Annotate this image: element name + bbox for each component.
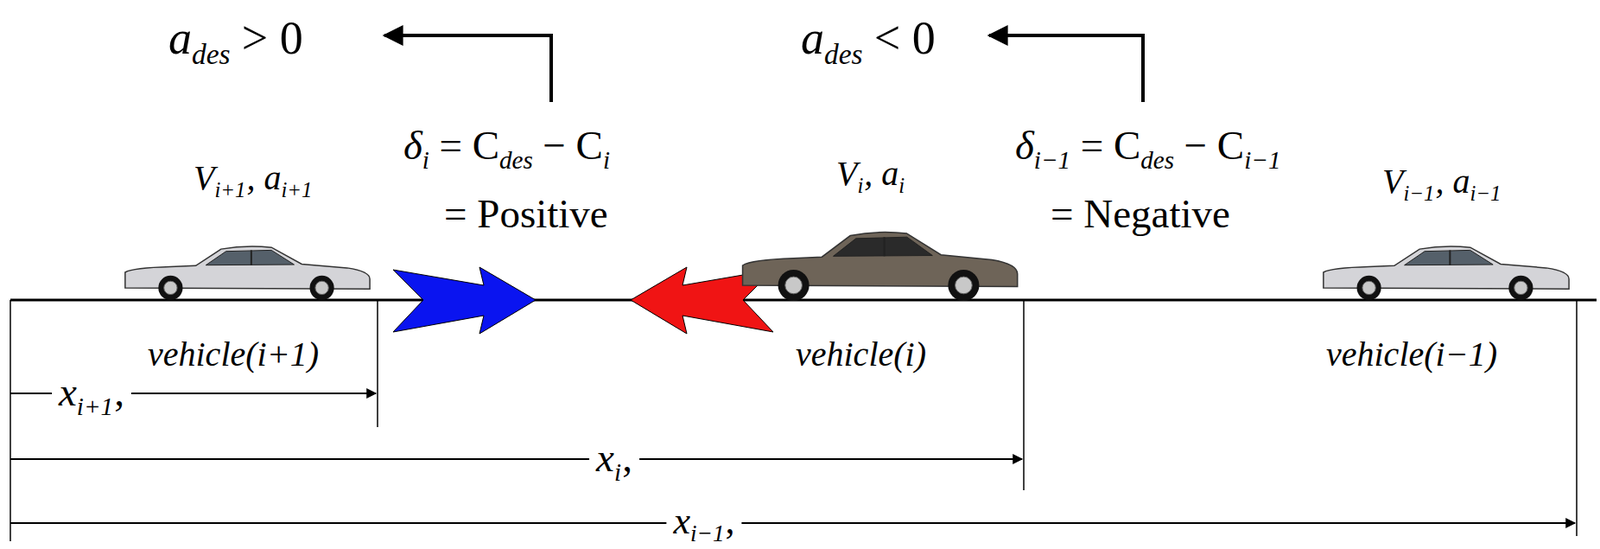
math-symbol: , a	[246, 158, 281, 197]
position-label: xi,	[589, 437, 640, 478]
car-hub	[164, 280, 178, 294]
subscript: i−1	[1034, 146, 1071, 174]
position-label: xi+1,	[51, 371, 132, 413]
math-symbol: < 0	[874, 12, 936, 64]
reference-tick	[1022, 299, 1025, 490]
car-hub	[1362, 280, 1376, 294]
spacing-error: δi−1= Cdes− Ci−1	[1015, 125, 1283, 166]
leader-arrow	[989, 35, 1143, 102]
math-symbol: V	[193, 158, 215, 197]
car-hub	[955, 276, 973, 294]
subscript: i−1	[1403, 181, 1435, 205]
subscript: i−1	[1469, 181, 1501, 205]
vehicle-state: Vi, ai	[836, 156, 906, 191]
car-window	[1404, 249, 1494, 265]
position-label: xi−1,	[666, 501, 742, 540]
reference-tick	[9, 299, 12, 541]
leader-arrow	[384, 35, 552, 102]
desired-acceleration: ades< 0	[800, 14, 936, 62]
car-pillar	[883, 236, 886, 256]
math-symbol: = C	[1080, 122, 1142, 168]
subscript: i	[898, 173, 905, 197]
car-wheel	[947, 269, 979, 301]
reference-tick	[1575, 299, 1578, 536]
dark-car	[742, 232, 1018, 301]
vehicle-state: Vi−1, ai−1	[1382, 164, 1502, 199]
car-window	[833, 236, 934, 256]
silver-car	[125, 246, 370, 300]
vehicle-state: Vi+1, ai+1	[193, 160, 313, 196]
desired-acceleration: ades> 0	[168, 14, 304, 62]
math-symbol: a	[800, 12, 825, 64]
road-line	[10, 298, 1597, 302]
math-symbol: , a	[863, 153, 899, 193]
approach-arrow	[393, 266, 536, 334]
math-symbol: vehicle(i−1)	[1326, 334, 1498, 374]
vehicle-name: vehicle(i+1)	[147, 336, 319, 372]
car-hub	[315, 280, 329, 294]
subscript: i+1	[280, 177, 312, 202]
math-symbol: − C	[542, 122, 604, 168]
car-wheel	[778, 269, 810, 301]
math-symbol: V	[1382, 161, 1404, 201]
subscript: i	[422, 146, 430, 174]
dimension-line	[10, 457, 1023, 460]
car-pillar	[250, 249, 253, 265]
math-symbol: x	[673, 499, 691, 542]
sign-note: = Positive	[444, 193, 609, 235]
subscript: i	[603, 146, 610, 174]
math-symbol: > 0	[241, 12, 304, 64]
subscript: des	[499, 146, 534, 174]
label-text: = Positive	[444, 190, 609, 236]
subscript: i−1	[1244, 146, 1281, 174]
dimension-line	[10, 521, 1575, 524]
math-symbol: δ	[403, 122, 423, 168]
vehicle-name: vehicle(i)	[795, 336, 927, 372]
math-symbol: − C	[1184, 122, 1245, 168]
reference-tick	[376, 299, 379, 427]
math-symbol: x	[596, 434, 615, 480]
subscript: i+1	[214, 177, 246, 202]
subscript: des	[824, 38, 864, 70]
math-symbol: a	[168, 12, 192, 64]
subscript: des	[191, 38, 231, 70]
car-wheel	[1357, 275, 1382, 300]
label-text: = Negative	[1050, 190, 1231, 236]
sign-note: = Negative	[1050, 193, 1231, 235]
label-text: ,	[622, 434, 633, 480]
subscript: i+1	[76, 392, 114, 420]
subscript: i−1	[690, 520, 725, 547]
math-symbol: x	[58, 368, 77, 414]
label-text: ,	[725, 499, 736, 542]
math-symbol: V	[836, 153, 858, 193]
car-window	[205, 249, 294, 265]
car-hub	[1514, 280, 1528, 294]
math-symbol: vehicle(i+1)	[147, 334, 319, 374]
math-symbol: , a	[1434, 161, 1470, 201]
car-pillar	[1448, 249, 1451, 265]
subscript: i	[857, 173, 864, 197]
silver-car	[1323, 246, 1569, 300]
vehicle-name: vehicle(i−1)	[1326, 336, 1498, 372]
car-hub	[785, 276, 803, 294]
subscript: i	[614, 457, 622, 486]
math-symbol: δ	[1015, 122, 1035, 168]
spacing-error: δi= Cdes− Ci	[403, 125, 611, 166]
car-wheel	[310, 275, 335, 300]
subscript: des	[1140, 146, 1175, 174]
math-symbol: = C	[438, 122, 500, 168]
car-wheel	[158, 275, 183, 300]
math-symbol: vehicle(i)	[795, 334, 927, 374]
label-text: ,	[114, 368, 125, 414]
car-wheel	[1508, 275, 1533, 300]
